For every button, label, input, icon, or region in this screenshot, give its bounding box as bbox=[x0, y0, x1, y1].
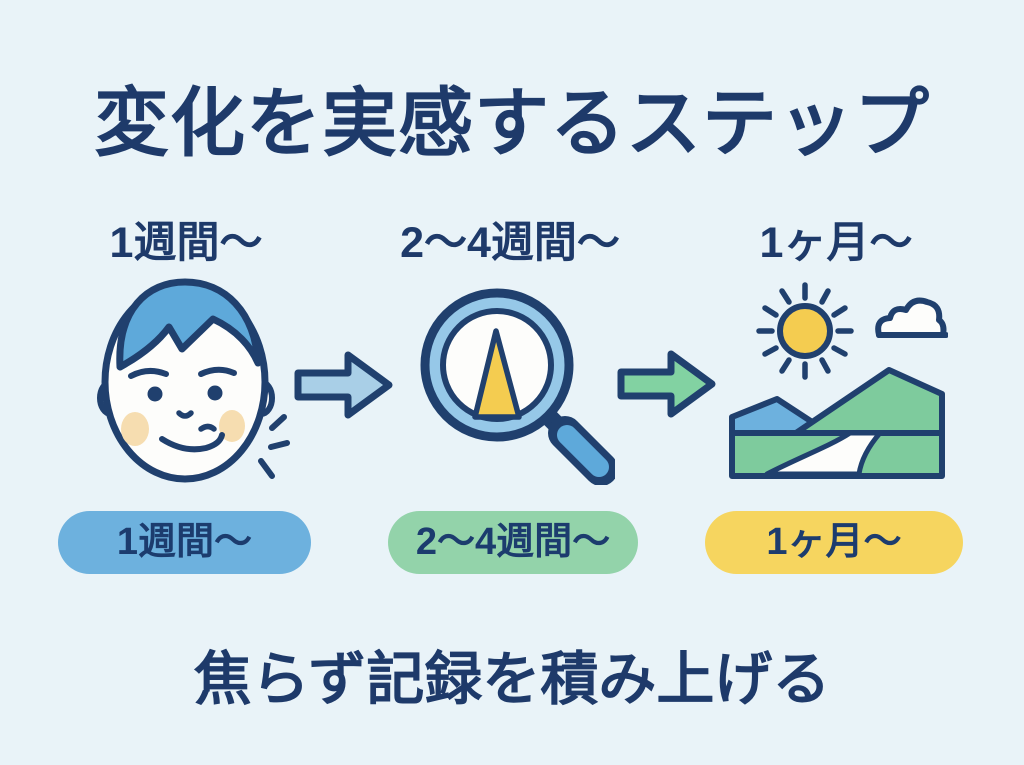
sun-rays bbox=[756, 282, 854, 380]
step1-header: 1週間〜 bbox=[109, 219, 263, 267]
cloud-icon bbox=[875, 297, 947, 338]
bottom-caption: 焦らず記録を積み上げる bbox=[193, 647, 831, 712]
step3-pill: 1ヶ月〜 bbox=[705, 511, 963, 574]
face-icon bbox=[97, 278, 290, 483]
step1-pill: 1週間〜 bbox=[58, 511, 311, 574]
path-road bbox=[764, 430, 883, 477]
page-title: 変化を実感するステップ bbox=[93, 81, 930, 165]
step3-header: 1ヶ月〜 bbox=[759, 219, 913, 267]
arrow-right-icon bbox=[617, 350, 716, 418]
sun-icon bbox=[777, 303, 833, 359]
magnifier-icon bbox=[420, 288, 615, 485]
step2-header: 2〜4週間〜 bbox=[400, 219, 620, 267]
arrow-right-icon bbox=[294, 351, 393, 419]
landscape-icon bbox=[729, 282, 948, 479]
step2-pill: 2〜4週間〜 bbox=[388, 511, 638, 574]
green-mountain bbox=[793, 367, 945, 436]
